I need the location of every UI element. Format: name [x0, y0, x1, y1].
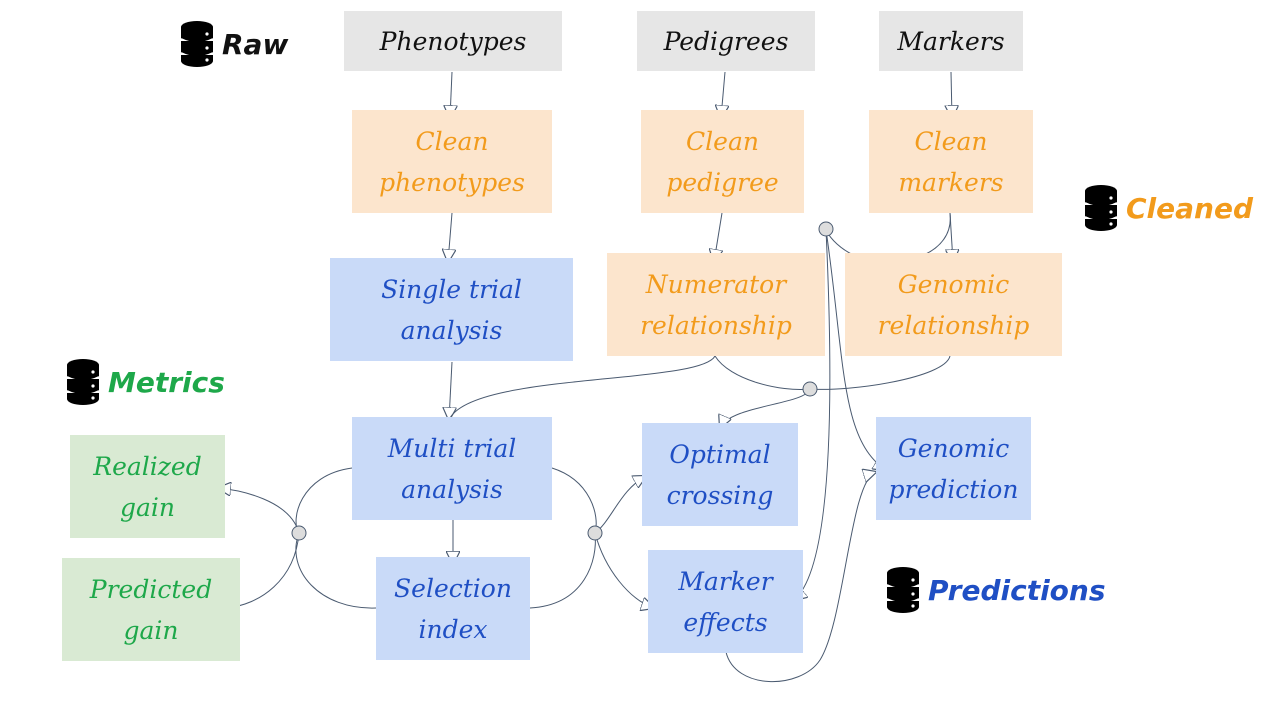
edge-genomic-junction — [809, 355, 951, 390]
legend-metrics: Metrics — [66, 358, 225, 406]
edge-junction-marker — [594, 532, 654, 608]
node-clean-pedigree: Clean pedigree — [641, 110, 804, 213]
node-pedigrees: Pedigrees — [637, 11, 815, 71]
edge-junction-markereffects — [794, 229, 831, 600]
node-marker-effects: Marker effects — [648, 550, 803, 653]
node-realized-gain: Realized gain — [70, 435, 225, 538]
node-multi-trial-analysis: Multi trial analysis — [352, 417, 552, 520]
node-single-trial-analysis: Single trial analysis — [330, 258, 573, 361]
database-icon — [180, 21, 214, 67]
node-selection-index: Selection index — [376, 557, 530, 660]
junction-node — [587, 525, 603, 541]
legend-cleaned-label: Cleaned — [1126, 191, 1253, 225]
junction-node — [818, 221, 834, 237]
legend-cleaned: Cleaned — [1084, 184, 1253, 232]
node-genomic-relationship: Genomic relationship — [845, 253, 1062, 356]
edge-selection-junction-right — [529, 532, 596, 609]
database-icon — [66, 359, 100, 405]
legend-metrics-label: Metrics — [108, 365, 225, 399]
database-icon — [886, 567, 920, 613]
node-predicted-gain: Predicted gain — [62, 558, 240, 661]
node-optimal-crossing: Optimal crossing — [642, 423, 798, 526]
junction-node — [802, 381, 818, 397]
node-genomic-prediction: Genomic prediction — [876, 417, 1031, 520]
edge-junction-genomicpred — [825, 229, 886, 470]
legend-raw: Raw — [180, 20, 288, 68]
legend-raw-label: Raw — [222, 27, 289, 61]
node-numerator-relationship: Numerator relationship — [607, 253, 825, 356]
edge-single-multi — [449, 361, 452, 420]
edge-numerator-junction — [714, 355, 811, 390]
edge-marker-genomicpred — [725, 472, 876, 682]
legend-predictions-label: Predictions — [928, 573, 1106, 607]
node-clean-phenotypes: Clean phenotypes — [352, 110, 552, 213]
node-clean-markers: Clean markers — [869, 110, 1033, 213]
edge-multi-junction-right — [551, 467, 597, 534]
edge-cleanpheno-single — [448, 212, 452, 262]
edge-selection-junction-left — [295, 532, 377, 609]
edge-multi-junction-left — [295, 467, 353, 534]
legend-predictions: Predictions — [886, 566, 1106, 614]
edge-junction-optimal-2 — [594, 476, 646, 534]
database-icon — [1084, 185, 1118, 231]
junction-node — [291, 525, 307, 541]
edge-junction-realized — [218, 488, 300, 534]
node-markers: Markers — [879, 11, 1023, 71]
edge-numerator-multi — [448, 355, 716, 421]
node-phenotypes: Phenotypes — [344, 11, 562, 71]
